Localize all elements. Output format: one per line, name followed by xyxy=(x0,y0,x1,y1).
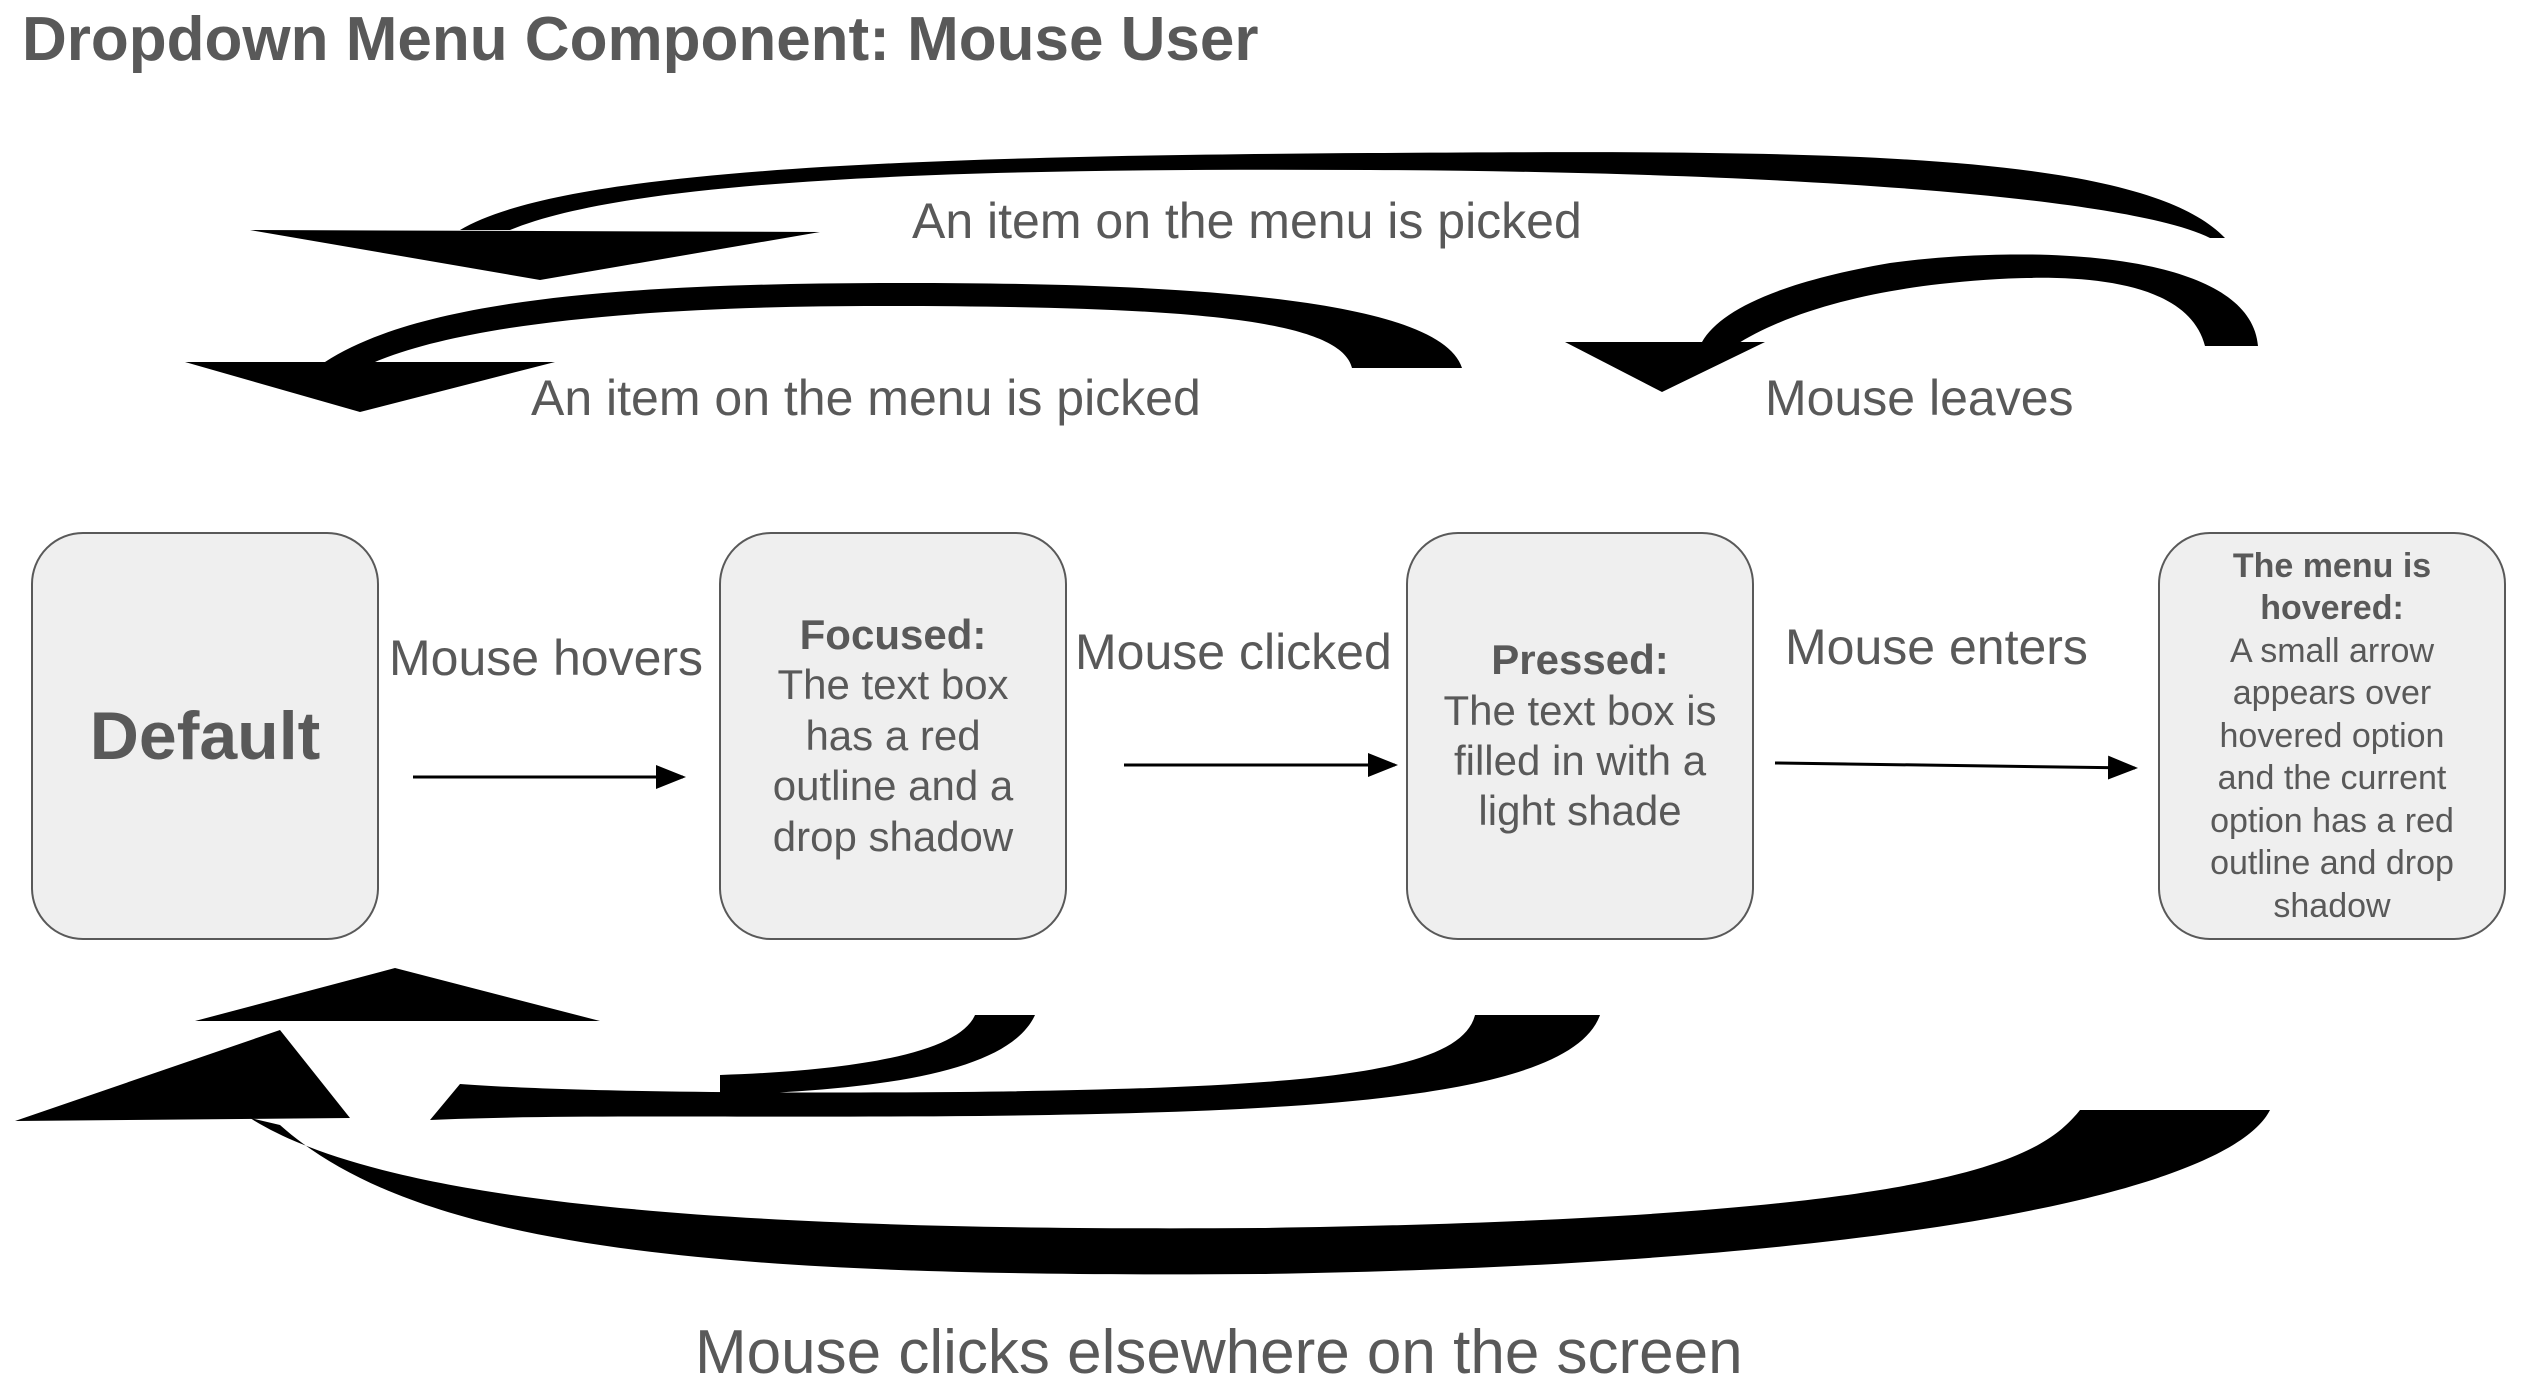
label-mouse-enters: Mouse enters xyxy=(1785,619,2088,675)
state-focused-description: The text box has a red outline and a dro… xyxy=(772,661,1014,860)
state-hovered-description: A small arrow appears over hovered optio… xyxy=(2210,631,2454,925)
state-pressed-description: The text box is filled in with a light s… xyxy=(1443,686,1717,835)
clicks-elsewhere-inner-arrowhead xyxy=(195,968,600,1021)
label-mouse-clicked: Mouse clicked xyxy=(1075,624,1392,680)
page-title: Dropdown Menu Component: Mouse User xyxy=(22,5,1259,74)
state-focused-name: Focused: xyxy=(799,611,987,659)
clicks-elsewhere-inner-shortcut xyxy=(720,1015,1035,1095)
picked-middle-arrow xyxy=(325,282,1462,368)
state-pressed-name: Pressed: xyxy=(1491,636,1669,684)
picked-middle-arrowhead xyxy=(185,362,555,412)
state-pressed: Pressed: The text box is filled in with … xyxy=(1406,532,1754,940)
clicks-elsewhere-outer-arrowhead xyxy=(15,1030,350,1121)
picked-top-arrow xyxy=(460,152,2225,238)
state-default: Default xyxy=(31,532,379,940)
label-picked-middle: An item on the menu is picked xyxy=(531,370,1201,426)
label-mouse-hovers: Mouse hovers xyxy=(389,630,704,686)
label-clicks-elsewhere: Mouse clicks elsewhere on the screen xyxy=(695,1318,1743,1387)
mouse-leaves-arrow xyxy=(1700,254,2258,346)
state-default-name: Default xyxy=(89,698,321,774)
state-focused: Focused: The text box has a red outline … xyxy=(719,532,1067,940)
state-hovered-name: The menu is hovered: xyxy=(2232,546,2432,628)
picked-top-arrowhead xyxy=(250,230,820,280)
label-mouse-leaves: Mouse leaves xyxy=(1765,370,2074,426)
state-hovered: The menu is hovered: A small arrow appea… xyxy=(2158,532,2506,940)
mouse-leaves-arrowhead xyxy=(1565,342,1765,392)
label-picked-top: An item on the menu is picked xyxy=(912,193,1582,249)
mouse-enters-arrow xyxy=(1774,755,2138,780)
clicks-elsewhere-outer-arrow xyxy=(250,1110,2270,1275)
